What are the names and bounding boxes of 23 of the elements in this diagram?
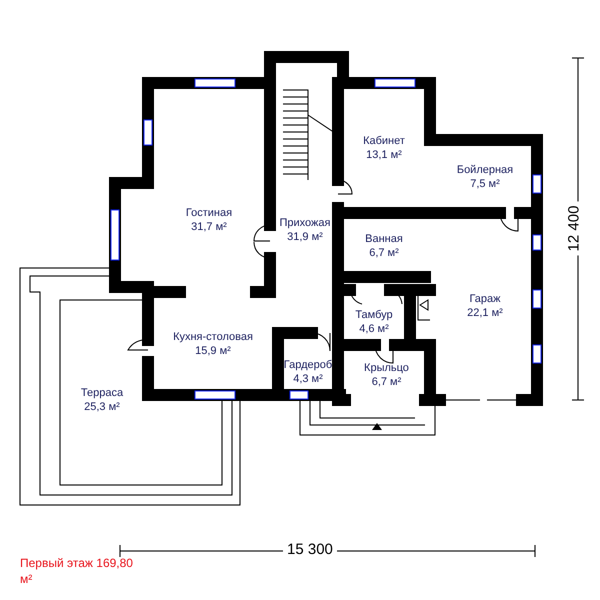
floor-caption: Первый этаж 169,80 м²: [20, 555, 134, 587]
room-name: Прихожая: [280, 216, 330, 230]
room-name: Кухня-столовая: [173, 330, 253, 344]
room-area: 31,7 м²: [191, 220, 227, 234]
room-area: 4,6 м²: [359, 322, 389, 336]
room-name: Бойлерная: [456, 162, 514, 176]
room-area: 13,1 м²: [366, 148, 402, 162]
room-area: 31,9 м²: [287, 230, 323, 244]
room-name: Терраса: [80, 386, 124, 400]
room-name: Крыльцо: [364, 361, 409, 375]
room-name: Гардероб: [284, 358, 332, 372]
room-area: 6,7 м²: [372, 375, 402, 389]
room-area: 4,3 м²: [293, 372, 323, 386]
room-name: Кабинет: [363, 134, 405, 148]
room-name: Ванная: [365, 232, 403, 246]
room-name: Тамбур: [355, 308, 393, 322]
room-area: 7,5 м²: [470, 176, 500, 190]
room-area: 15,9 м²: [195, 344, 231, 358]
room-name: Гараж: [469, 292, 501, 306]
room-area: 6,7 м²: [369, 246, 399, 260]
room-area: 25,3 м²: [84, 400, 120, 414]
room-name: Гостиная: [186, 206, 232, 220]
room-area: 22,1 м²: [467, 306, 503, 320]
